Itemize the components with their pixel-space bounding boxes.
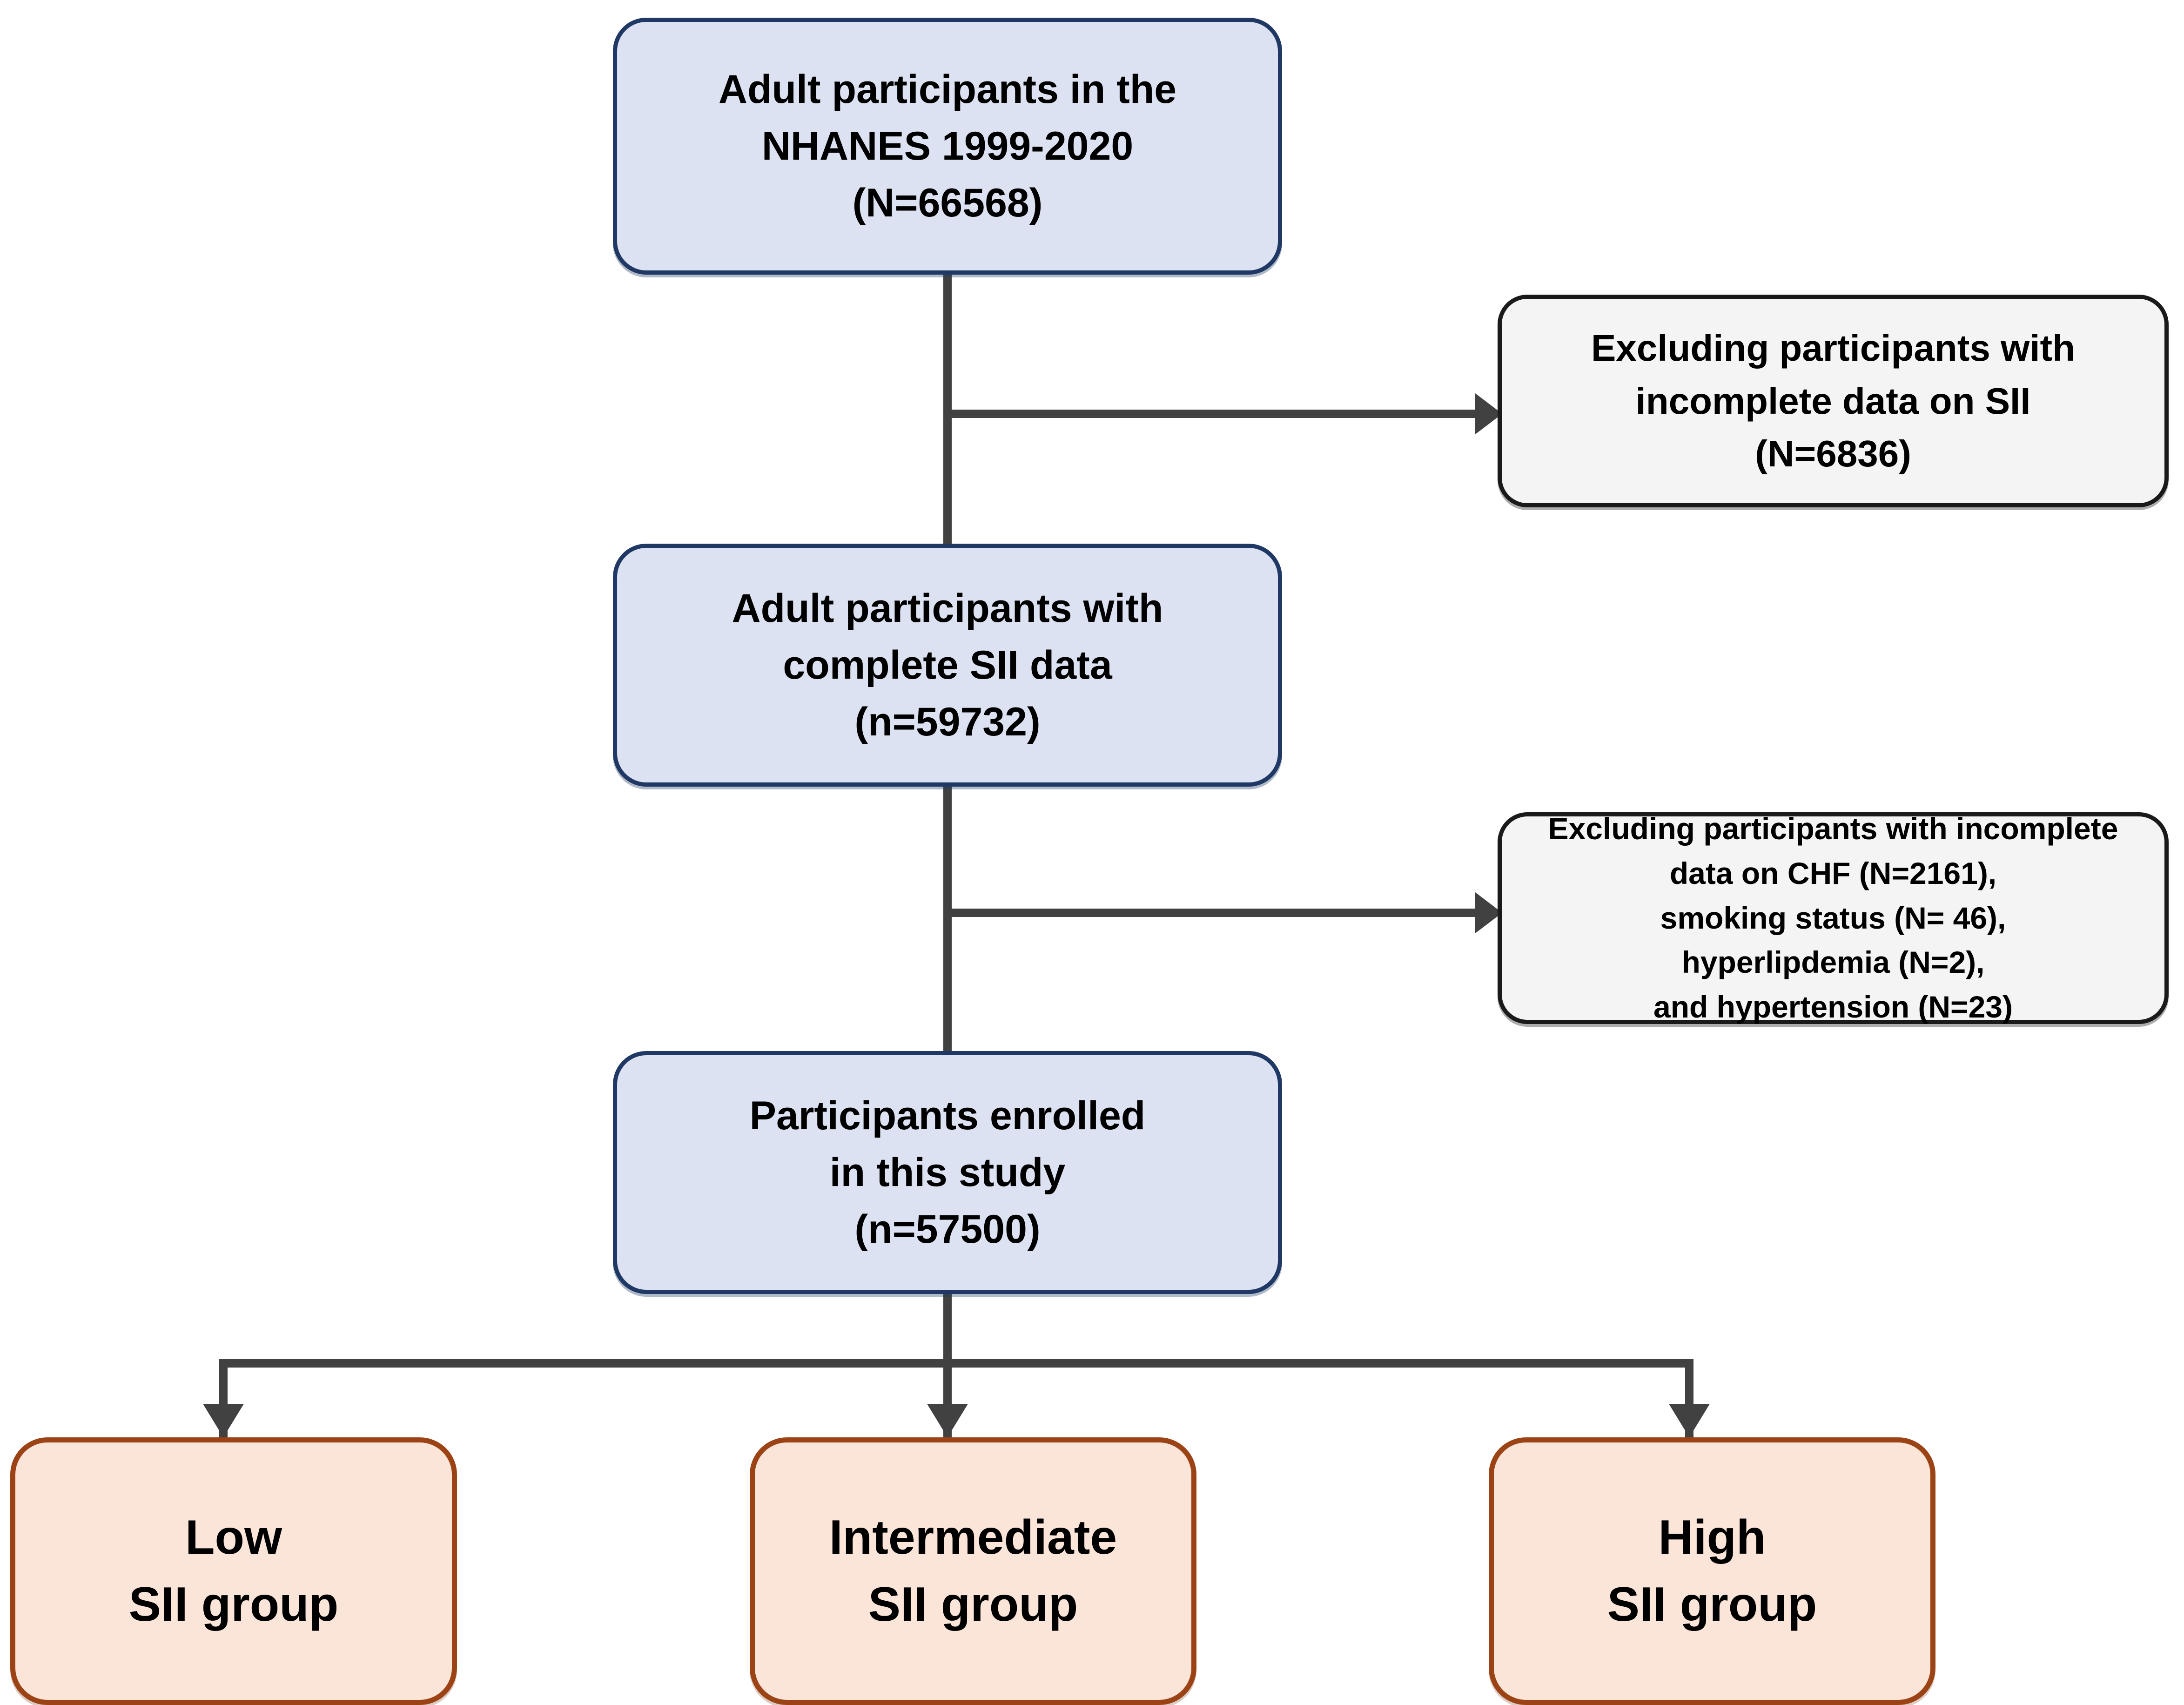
node-source-population-line-3: (N=66568) (852, 181, 1043, 226)
connector-complete-to-enrolled (943, 786, 952, 1054)
node-source-population-line-1: Adult participants in the (718, 67, 1177, 112)
node-group-high-sii[interactable]: High SII group (1489, 1437, 1935, 1705)
connector-source-to-complete (943, 274, 952, 545)
node-complete-sii-line-1: Adult participants with (732, 586, 1163, 631)
node-exclusion-sii[interactable]: Excluding participants with incomplete d… (1498, 295, 2169, 507)
node-group-intermediate-sii[interactable]: Intermediate SII group (750, 1437, 1196, 1705)
node-complete-sii[interactable]: Adult participants with complete SII dat… (613, 544, 1282, 787)
node-exclusion-covariates-line-4: hyperlipdemia (N=2), (1681, 945, 1985, 980)
node-exclusion-covariates-line-5: and hypertension (N=23) (1653, 990, 2013, 1024)
connector-group-distribution-bar (219, 1359, 1693, 1368)
node-exclusion-covariates-line-3: smoking status (N= 46), (1660, 900, 2006, 935)
node-exclusion-sii-line-3: (N=6836) (1755, 433, 1911, 475)
connector-branch-exclusion-sii (943, 410, 1478, 418)
node-enrolled-line-2: in this study (829, 1150, 1066, 1195)
node-exclusion-covariates-line-1: Excluding participants with incomplete (1548, 811, 2118, 846)
node-enrolled-participants[interactable]: Participants enrolled in this study (n=5… (613, 1051, 1282, 1294)
node-group-low-line-2: SII group (128, 1577, 339, 1631)
arrowhead-group-high (1669, 1404, 1710, 1437)
node-exclusion-covariates-line-2: data on CHF (N=2161), (1669, 856, 1997, 890)
node-group-low-sii[interactable]: Low SII group (10, 1437, 457, 1705)
connector-enrolled-to-groups (943, 1293, 952, 1368)
arrowhead-group-low (203, 1404, 244, 1437)
arrowhead-group-intermediate (927, 1404, 968, 1437)
node-group-intermediate-line-2: SII group (868, 1577, 1078, 1631)
node-group-high-line-1: High (1658, 1510, 1766, 1564)
connector-branch-exclusion-covariates (943, 909, 1478, 917)
node-group-intermediate-line-1: Intermediate (829, 1510, 1117, 1564)
node-source-population-line-2: NHANES 1999-2020 (761, 123, 1134, 168)
node-group-high-line-2: SII group (1607, 1577, 1817, 1631)
node-enrolled-line-1: Participants enrolled (749, 1093, 1146, 1138)
node-source-population[interactable]: Adult participants in the NHANES 1999-20… (613, 18, 1282, 275)
node-exclusion-sii-line-2: incomplete data on SII (1635, 380, 2031, 422)
node-enrolled-line-3: (n=57500) (854, 1207, 1041, 1252)
node-complete-sii-line-2: complete SII data (783, 642, 1112, 687)
node-group-low-line-1: Low (185, 1510, 282, 1564)
node-complete-sii-line-3: (n=59732) (854, 700, 1041, 745)
node-exclusion-covariates[interactable]: Excluding participants with incomplete d… (1498, 811, 2169, 1024)
node-exclusion-sii-line-1: Excluding participants with (1591, 327, 2076, 369)
